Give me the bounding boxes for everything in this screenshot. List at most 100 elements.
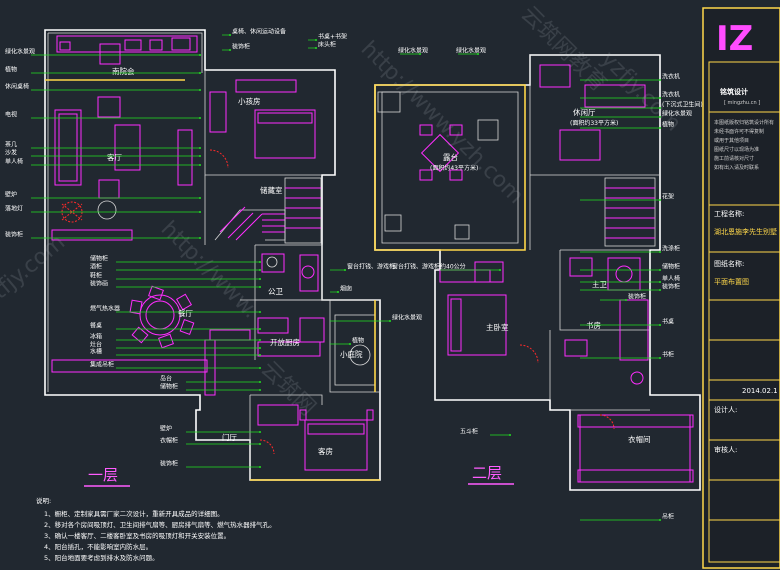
floor2-closet-rail	[577, 414, 694, 428]
floor2-title: 二层	[472, 464, 502, 482]
callout-label: 植物	[352, 337, 364, 345]
designer-label: 设计人:	[714, 405, 737, 414]
callout-label: 装饰柜	[628, 293, 646, 301]
callout-label: 洗涤柜	[662, 245, 680, 253]
floor2-stairs	[604, 177, 656, 247]
floor1-room-dining: 餐厅	[178, 309, 193, 318]
callout-label: 洗衣机	[662, 73, 680, 81]
callout-label: 绿化水景观	[398, 47, 428, 55]
project-name: 湖北恩施李先生别墅	[714, 227, 777, 236]
tb-desc-6: 如有出入请及时联系	[714, 164, 759, 171]
callout-label: (下沉式卫生间)	[662, 101, 703, 109]
floor2-terrace-note: (面积约43平方米)	[430, 164, 478, 172]
floor1-room-kitchen: 开放厨房	[270, 337, 300, 347]
floor2-room-leisure: 休闲厅	[573, 107, 596, 117]
callout-label: 桌椅、休闲运动设备	[232, 28, 286, 36]
callout-label: 集成吊柜	[90, 361, 114, 369]
drawing-name: 平面布置图	[714, 277, 749, 286]
checker-label: 审核人:	[714, 445, 737, 454]
callout-label: 窗台打钱、游戏柜约40公分	[392, 263, 466, 271]
callout-label: 窗台打钱、游戏柜	[347, 263, 395, 271]
title-block: IZ 铭筑设计 [ mingzhu.cn ] 本图纸版权归铭筑设计所有 未经书面…	[702, 7, 780, 569]
callout-label: 装饰画	[90, 280, 108, 288]
company-name: 铭筑设计	[720, 87, 748, 96]
floor1-sofa	[54, 109, 82, 186]
floor1-room-living: 客厅	[107, 152, 122, 162]
callout-label: 休闲桌椅	[5, 83, 29, 91]
watermark-5: 云筑网	[256, 357, 320, 421]
callout-label: 植物	[662, 121, 674, 129]
floor1-stairs	[214, 177, 322, 244]
floor1-room-guest: 客房	[318, 446, 333, 456]
callout-label: 床头柜	[318, 41, 336, 49]
callout-label: 衣帽柜	[160, 437, 178, 445]
floor2-room-bath: 主卫	[592, 279, 607, 289]
note-line-1: 1、橱柜、定制家具需厂家二次设计，重新开具成品的详细图。	[44, 509, 224, 518]
callout-label: 茶几	[5, 141, 17, 149]
callout-label: 储物柜	[160, 383, 178, 391]
callout-label: 绿化水景观	[456, 47, 486, 55]
floor1-room-storage: 储藏室	[260, 185, 283, 195]
callout-label: 壁炉	[160, 425, 172, 433]
floor1-room-bath: 公卫	[268, 287, 283, 296]
callout-label: 电视	[5, 111, 17, 119]
notes-heading: 说明:	[36, 496, 51, 505]
floor2-plan: 露台 (面积约43平方米) 休闲厅 (面积约33平方米) 主卧室 主卫 书房 衣…	[374, 54, 701, 491]
callout-label: 绿化水景观	[5, 48, 35, 56]
floor2-room-master: 主卧室	[486, 322, 509, 332]
callout-label: 冰箱	[90, 333, 102, 341]
floor1-title: 一层	[88, 466, 118, 484]
callout-label: 绿化水景观	[662, 110, 692, 118]
callout-label: 单人椅	[662, 275, 680, 283]
callout-label: 酒柜	[90, 263, 102, 271]
callout-label: 装饰柜	[5, 231, 23, 239]
design-notes: 说明: 1、橱柜、定制家具需厂家二次设计，重新开具成品的详细图。 2、移对各个房…	[36, 496, 276, 562]
callout-label: 水槽	[90, 348, 102, 356]
floor1-tv-cabinet	[177, 129, 193, 186]
floor2-master-bed	[447, 294, 507, 356]
floor1-kid-bed	[254, 109, 316, 159]
callout-label: 单人椅	[5, 158, 23, 166]
callout-label: 吊柜	[662, 513, 674, 521]
callout-label: 书柜	[662, 351, 674, 359]
floor1-garden-planter	[56, 35, 198, 53]
company-logo: IZ	[716, 19, 753, 59]
callout-label: 植物	[5, 66, 17, 74]
floor1-room-kid: 小孩房	[238, 96, 261, 106]
floor1-bath-basin	[261, 253, 285, 273]
floor2-room-terrace: 露台	[443, 152, 458, 162]
callout-label: 装饰柜	[232, 43, 250, 51]
floor1-top-callouts: 桌椅、休闲运动设备书桌+书架装饰柜床头柜	[222, 28, 347, 51]
note-line-5: 5、阳台地面要考虑到排水及防水问题。	[44, 553, 159, 562]
callout-label: 书桌	[662, 318, 674, 326]
drawing-label: 图纸名称:	[714, 259, 744, 268]
floor2-leisure-note: (面积约33平方米)	[570, 119, 618, 127]
callout-label: 沙发	[5, 149, 17, 157]
callout-label: 洗衣机	[662, 91, 680, 99]
callout-label: 储物柜	[90, 255, 108, 263]
floor2-room-closet: 衣帽间	[628, 434, 651, 444]
note-line-4: 4、阳台插孔，不能影响室内防水层。	[44, 542, 152, 551]
note-line-2: 2、移对各个房间吸顶灯、卫生间排气扇等、厨房排气扇等、燃气热水器排气孔。	[44, 520, 276, 529]
floor1-guest-bed	[304, 419, 368, 471]
drawing-date: 2014.02.1	[742, 387, 778, 395]
tb-desc-4: 图纸尺寸以现场为准	[714, 146, 759, 153]
floor2-terrace-rail	[374, 84, 526, 251]
floor1-kitchen-counter	[51, 359, 208, 373]
callout-label: 储物柜	[662, 263, 680, 271]
callout-label: 灶台	[90, 341, 102, 349]
callout-label: 落地灯	[5, 205, 23, 213]
floor1-room-small-garden: 小庭院	[340, 349, 363, 359]
callout-label: 岛台	[160, 375, 172, 383]
callout-label: 鞋柜	[90, 272, 102, 280]
floor2-terrace-table	[419, 124, 463, 181]
tb-desc-1: 本图纸版权归铭筑设计所有	[714, 119, 774, 126]
callout-label: 烟囱	[340, 285, 352, 293]
floor1-plan: 南院会 小孩房 客厅 储藏室 公卫 餐厅 开放厨房 小庭院 门厅 客房 一层	[44, 29, 381, 487]
callout-label: 装饰柜	[662, 283, 680, 291]
tb-desc-2: 未经书面许可不得复制	[714, 128, 764, 135]
callout-label: 燃气热水器	[90, 305, 120, 313]
floor2-right-callouts: 洗衣机洗衣机(下沉式卫生间)绿化水景观植物花架洗涤柜储物柜单人椅装饰柜书桌书柜吊…	[580, 73, 703, 521]
